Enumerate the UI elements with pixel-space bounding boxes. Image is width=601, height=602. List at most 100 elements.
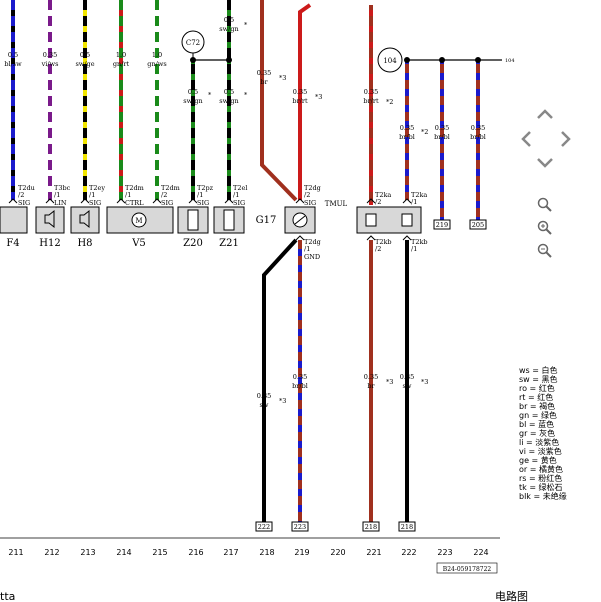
svg-text:223: 223 [437, 548, 452, 557]
wire-222-top [405, 60, 409, 200]
column-numbers: 211 212 213 214 215 216 217 218 219 220 … [8, 548, 488, 557]
svg-text:*3: *3 [279, 397, 286, 405]
pin-labels: T2du /2 SIG T3bc /1 LIN T2ey /1 SIG T2dm… [18, 184, 428, 261]
wire-218-top [260, 0, 298, 202]
svg-text:T2el: T2el [233, 184, 247, 192]
svg-text:vi = 淡紫色: vi = 淡紫色 [519, 446, 562, 456]
module-icon [365, 213, 377, 227]
svg-text:ws = 白色: ws = 白色 [519, 365, 558, 375]
svg-text:222: 222 [401, 548, 416, 557]
svg-text:*3: *3 [386, 378, 393, 386]
svg-text:0.35: 0.35 [400, 373, 414, 381]
wire-224-top [476, 60, 480, 220]
svg-text:/1: /1 [197, 191, 203, 199]
svg-text:*: * [208, 91, 212, 99]
svg-text:/2: /2 [304, 191, 310, 199]
svg-text:sw/ge: sw/ge [75, 60, 94, 68]
pan-controls [521, 109, 571, 168]
svg-text:0.35: 0.35 [43, 51, 57, 59]
wire-223-top [440, 60, 444, 220]
top-refs: 219 205 [433, 219, 487, 230]
speaker-icon [79, 209, 90, 229]
svg-text:sw/gn: sw/gn [219, 97, 238, 105]
svg-text:T2dg: T2dg [304, 184, 321, 192]
top-wires [11, 0, 502, 220]
svg-text:sw: sw [403, 382, 412, 390]
svg-text:T2ka: T2ka [411, 191, 427, 199]
svg-text:0.35: 0.35 [293, 373, 307, 381]
svg-text:or = 橘黄色: or = 橘黄色 [519, 464, 563, 474]
svg-text:Z21: Z21 [219, 238, 239, 249]
svg-text:/2: /2 [18, 191, 24, 199]
wire-212 [48, 0, 52, 200]
svg-text:223: 223 [294, 523, 306, 531]
top-wire-labels: 0.5 bl/sw 0.35 vi/ws 0.5 sw/ge 1.0 gn/rt… [4, 16, 486, 141]
svg-text:T2ka: T2ka [375, 191, 391, 199]
pan-left-icon[interactable] [521, 131, 531, 147]
svg-text:T3bc: T3bc [54, 184, 71, 192]
svg-text:gn/rt: gn/rt [113, 60, 130, 68]
svg-text:SIG: SIG [161, 199, 173, 207]
svg-text:0.35: 0.35 [400, 124, 414, 132]
wire-219-bottom [298, 240, 302, 522]
svg-text:H12: H12 [39, 238, 60, 249]
pan-right-icon[interactable] [561, 131, 571, 147]
speaker-icon [44, 209, 55, 229]
svg-text:/2: /2 [161, 191, 167, 199]
module-icon [401, 213, 413, 227]
svg-text:/1: /1 [89, 191, 95, 199]
heater-icon [223, 209, 235, 231]
svg-text:br = 褐色: br = 褐色 [519, 401, 555, 411]
wire-219-top [298, 3, 312, 200]
g17-body [284, 206, 316, 234]
svg-text:0.35: 0.35 [257, 69, 271, 77]
pan-down-icon[interactable] [537, 158, 553, 168]
svg-text:218: 218 [365, 523, 377, 531]
svg-text:SIG: SIG [89, 199, 101, 207]
svg-text:T2dm: T2dm [125, 184, 144, 192]
svg-text:br/bl: br/bl [434, 133, 450, 141]
svg-text:/1: /1 [54, 191, 60, 199]
svg-text:br/bl: br/bl [399, 133, 415, 141]
svg-text:bl = 蓝色: bl = 蓝色 [519, 419, 554, 429]
svg-text:1.0: 1.0 [116, 51, 126, 59]
svg-text:sw/gn: sw/gn [183, 97, 202, 105]
svg-text:0.5: 0.5 [188, 88, 198, 96]
svg-text:SIG: SIG [304, 199, 316, 207]
svg-text:gn = 绿色: gn = 绿色 [519, 410, 557, 420]
svg-text:0.5: 0.5 [80, 51, 90, 59]
svg-text:*2: *2 [421, 128, 428, 136]
wire-213 [83, 0, 87, 200]
bottom-wires [262, 238, 409, 522]
svg-text:bl/sw: bl/sw [4, 60, 22, 68]
color-legend: ws = 白色 sw = 黑色 ro = 红色 rt = 红色 br = 褐色 … [519, 365, 567, 501]
connector-arrows [8, 198, 412, 241]
svg-text:0.35: 0.35 [471, 124, 485, 132]
svg-text:SIG: SIG [197, 199, 209, 207]
zoom-controls [537, 197, 552, 258]
svg-text:205: 205 [472, 221, 484, 229]
diagram-code-box [436, 562, 498, 574]
zoom-fit-icon[interactable] [537, 197, 552, 212]
svg-text:sw/gn: sw/gn [219, 25, 238, 33]
svg-text:104: 104 [383, 57, 397, 65]
svg-text:*3: *3 [421, 378, 428, 386]
svg-text:Z20: Z20 [183, 238, 203, 249]
zoom-in-icon[interactable] [537, 220, 552, 235]
svg-text:0.35: 0.35 [364, 88, 378, 96]
svg-text:224: 224 [473, 548, 488, 557]
pan-up-icon[interactable] [537, 109, 553, 119]
svg-text:/1: /1 [304, 245, 310, 253]
footer-left: tta [0, 590, 15, 602]
svg-text:*: * [244, 91, 248, 99]
zoom-out-icon[interactable] [537, 243, 552, 258]
svg-text:/1: /1 [233, 191, 239, 199]
svg-text:GND: GND [304, 253, 320, 261]
svg-text:T2ey: T2ey [89, 184, 105, 192]
wire-218-bottom [262, 238, 298, 522]
svg-text:CTRL: CTRL [125, 199, 144, 207]
svg-text:SIG: SIG [18, 199, 30, 207]
svg-text:214: 214 [116, 548, 131, 557]
node-104: 104 [377, 47, 403, 73]
